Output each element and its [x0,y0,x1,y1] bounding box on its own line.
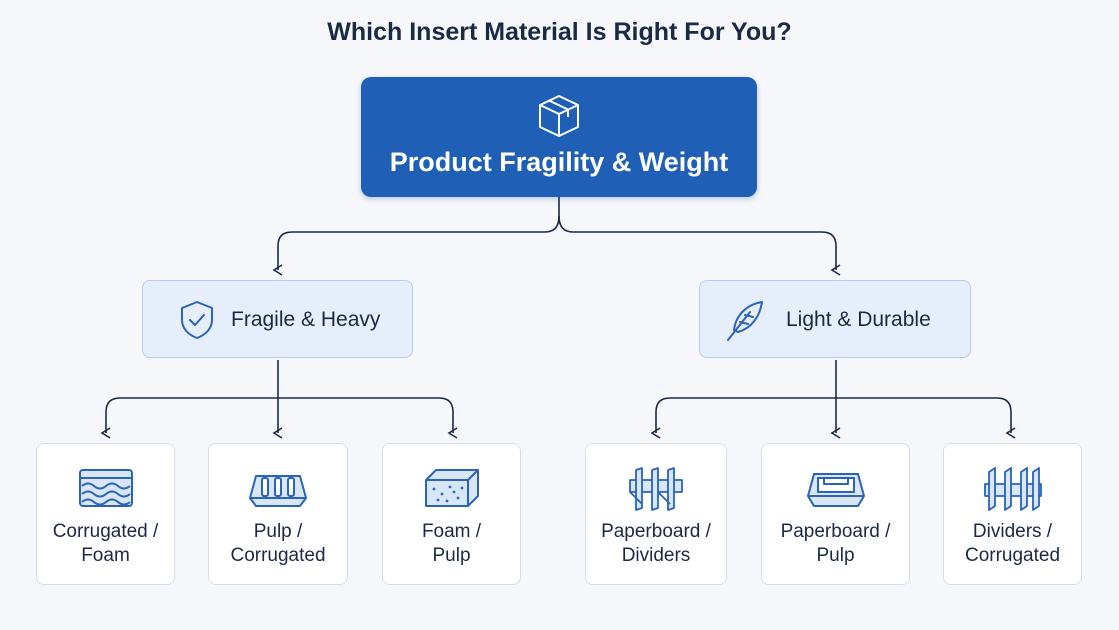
paperboard-tray-icon [806,473,865,507]
connector-root-split [272,197,560,276]
leaf-label-line1: Corrugated / [52,521,159,542]
branch-fragile-heavy: Fragile & Heavy [142,280,413,358]
leaf-paperboard-pulp: Paperboard / Pulp [761,443,910,585]
box-icon [539,95,579,137]
leaf-label-line2: Foam [81,545,130,566]
leaf-label-line1: Paperboard / [601,521,711,542]
leaf-label-line2: Pulp [816,545,855,566]
leaf-label-line1: Dividers / [972,521,1053,542]
leaf-label: Pulp / Corrugated [209,520,347,568]
leaf-label: Paperboard / Pulp [762,520,909,568]
branch-label: Fragile & Heavy [231,308,381,331]
dividers-icon [983,467,1042,511]
leaf-label-line1: Pulp / [253,521,303,542]
leaf-label: Corrugated / Foam [37,520,174,568]
leaf-label: Dividers / Corrugated [944,520,1081,568]
connector-left-bar [100,397,278,439]
connector-root-right [558,215,841,276]
connector-right-bar [650,397,836,439]
foam-block-icon [424,469,479,507]
paperboard-grid-icon [629,467,683,511]
corrugated-foam-icon [78,469,133,507]
leaf-label-line1: Foam / [421,521,482,542]
leaf-label: Paperboard / Dividers [586,520,726,568]
leaf-corrugated-foam: Corrugated / Foam [36,443,175,585]
pulp-tray-icon [249,475,307,507]
branch-label: Light & Durable [786,308,931,331]
feather-icon [727,301,763,341]
leaf-label-line2: Dividers [621,545,691,566]
leaf-foam-pulp: Foam / Pulp [382,443,521,585]
root-label: Product Fragility & Weight [389,147,729,177]
connector-right-bar-right [836,397,1016,439]
root-node: Product Fragility & Weight [361,77,757,197]
branch-light-durable: Light & Durable [699,280,971,358]
leaf-label-line2: Pulp [432,545,471,566]
leaf-paperboard-dividers: Paperboard / Dividers [585,443,727,585]
leaf-label-line2: Corrugated [964,545,1061,566]
shield-check-icon [181,301,213,339]
leaf-pulp-corrugated: Pulp / Corrugated [208,443,348,585]
connector-left-bar-right [278,397,458,439]
leaf-label: Foam / Pulp [383,520,520,568]
diagram-title: Which Insert Material Is Right For You? [327,18,792,46]
leaf-label-line1: Paperboard / [780,521,891,542]
leaf-dividers-corrugated: Dividers / Corrugated [943,443,1082,585]
leaf-label-line2: Corrugated [230,545,326,566]
